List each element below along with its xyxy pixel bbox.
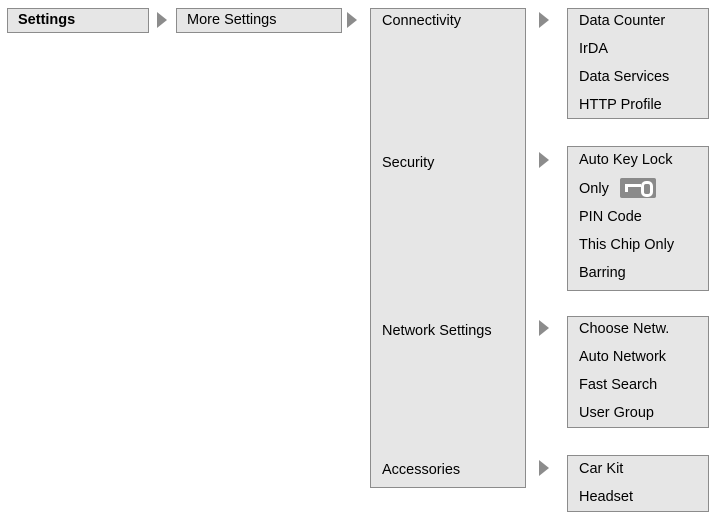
more-settings-submenu: Connectivity Security Network Settings A… <box>370 8 526 488</box>
submenu-item-accessories[interactable]: Accessories <box>382 462 461 478</box>
menu-item-headset[interactable]: Headset <box>579 489 634 505</box>
accessories-submenu: Car Kit Headset <box>567 455 709 512</box>
menu-item-fast-search[interactable]: Fast Search <box>579 377 658 393</box>
menu-item-only[interactable]: Only <box>579 181 609 197</box>
menu-item-choose-netw[interactable]: Choose Netw. <box>579 321 670 337</box>
arrow-right-icon <box>157 12 167 28</box>
menu-item-car-kit[interactable]: Car Kit <box>579 461 624 477</box>
more-settings-label: More Settings <box>187 12 277 28</box>
menu-item-irda[interactable]: IrDA <box>579 41 608 57</box>
arrow-right-icon <box>539 152 549 168</box>
menu-item-this-chip-only[interactable]: This Chip Only <box>579 237 675 253</box>
more-settings-menu-item[interactable]: More Settings <box>176 8 342 33</box>
menu-item-auto-network[interactable]: Auto Network <box>579 349 667 365</box>
network-settings-submenu: Choose Netw. Auto Network Fast Search Us… <box>567 316 709 428</box>
menu-item-data-counter[interactable]: Data Counter <box>579 13 666 29</box>
security-submenu: Auto Key Lock Only PIN Code This Chip On… <box>567 146 709 291</box>
submenu-item-security[interactable]: Security <box>382 155 435 171</box>
menu-item-auto-key-lock[interactable]: Auto Key Lock <box>579 152 673 168</box>
menu-item-user-group[interactable]: User Group <box>579 405 654 421</box>
settings-label: Settings <box>18 12 76 28</box>
menu-item-http-profile[interactable]: HTTP Profile <box>579 97 662 113</box>
menu-item-pin-code[interactable]: PIN Code <box>579 209 642 225</box>
submenu-item-network-settings[interactable]: Network Settings <box>382 323 492 339</box>
connectivity-submenu: Data Counter IrDA Data Services HTTP Pro… <box>567 8 709 119</box>
arrow-right-icon <box>539 460 549 476</box>
arrow-right-icon <box>539 320 549 336</box>
menu-item-data-services[interactable]: Data Services <box>579 69 670 85</box>
submenu-item-connectivity[interactable]: Connectivity <box>382 13 461 29</box>
arrow-right-icon <box>539 12 549 28</box>
settings-menu-item[interactable]: Settings <box>7 8 149 33</box>
arrow-right-icon <box>347 12 357 28</box>
key-icon <box>620 178 656 198</box>
menu-item-barring[interactable]: Barring <box>579 265 626 281</box>
